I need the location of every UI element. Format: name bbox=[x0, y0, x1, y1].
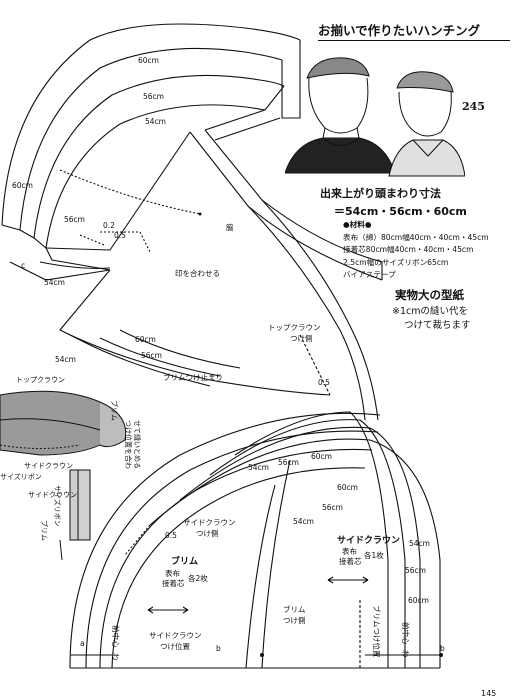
illus-side-crown: サイドクラウン bbox=[24, 462, 73, 470]
materials-line: 2.5cm幅のサイズリボン65cm bbox=[343, 257, 449, 267]
label-brim-fabric: 表布 bbox=[165, 568, 180, 578]
label-0-5c: 0.5 bbox=[165, 531, 177, 540]
side-crown-60-arc bbox=[179, 426, 421, 668]
label-front-center-left-wa: わ bbox=[111, 653, 120, 661]
label-54cm-right: 54cm bbox=[409, 539, 430, 548]
pattern-note-line1: ※1cmの縫い代を bbox=[392, 306, 468, 317]
materials-list: ●材料● 表布（綿）80cm幅40cm・40cm・45cm 接着芯80cm幅40… bbox=[343, 219, 503, 282]
top-crown-outer-curve bbox=[1, 23, 301, 226]
illus-note1: つけ位置を合わ bbox=[124, 420, 133, 469]
top-crown-right-arc bbox=[247, 205, 366, 421]
folio-number: 145 bbox=[481, 689, 497, 698]
brim-60-arc bbox=[85, 430, 379, 669]
brim-outer-arc bbox=[69, 412, 381, 669]
label-brim-attach2: つけ側 bbox=[283, 615, 306, 625]
illus-brim: ブリム bbox=[110, 400, 119, 421]
label-56cm-side: 56cm bbox=[322, 503, 343, 512]
illus-brim2: ブリム bbox=[40, 520, 49, 541]
label-side-interfacing: 接着芯 bbox=[339, 556, 362, 566]
label-0-2: 0.2 bbox=[103, 221, 115, 230]
label-front-center-right-wa: わ bbox=[401, 650, 410, 658]
label-side-count: 各1枚 bbox=[364, 550, 384, 560]
label-54cm-side: 54cm bbox=[293, 517, 314, 526]
label-0-5: 0.5 bbox=[114, 231, 126, 240]
label-60cm-mid: 60cm bbox=[135, 335, 156, 344]
label-54cm-left: 54cm bbox=[44, 278, 65, 287]
brim-54-arc bbox=[111, 467, 366, 669]
label-brim-count: 各2枚 bbox=[188, 573, 208, 583]
materials-line: 接着芯80cm幅40cm・40cm・45cm bbox=[343, 245, 474, 254]
top-crown-56-curve bbox=[33, 74, 285, 239]
top-crown-middle-piece bbox=[189, 129, 263, 207]
top-crown-54-curve bbox=[45, 104, 266, 249]
label-b2: b bbox=[440, 644, 445, 653]
brim-56-arc bbox=[99, 448, 373, 669]
label-side-crown-attach2: つけ側 bbox=[196, 528, 219, 538]
finished-size-title: 出来上がり頭まわり寸法 bbox=[320, 187, 441, 200]
materials-line: 表布（綿）80cm幅40cm・40cm・45cm bbox=[343, 232, 489, 242]
label-match-mark: 印を合わせる bbox=[175, 268, 220, 278]
label-front-center-left: 前中心 bbox=[111, 625, 121, 648]
label-front-center-right: 前中心 bbox=[401, 622, 411, 645]
label-56cm-top: 56cm bbox=[143, 92, 164, 101]
page-title: お揃いで作りたいハンチング bbox=[318, 23, 481, 38]
label-60cm-right: 60cm bbox=[408, 596, 429, 605]
label-54cm-mid: 54cm bbox=[55, 355, 76, 364]
label-side-crown-pos2: つけ位置 bbox=[160, 641, 190, 651]
illus-note2: せて縫いとめる bbox=[133, 420, 142, 469]
label-54cm-top: 54cm bbox=[145, 117, 166, 126]
pattern-note: ※1cmの縫い代を つけて裁ちます bbox=[392, 305, 471, 333]
materials-line: バイアステープ bbox=[343, 270, 396, 279]
illus-size-ribbon: サイズリボン bbox=[0, 472, 42, 481]
label-60cm-side: 60cm bbox=[337, 483, 358, 492]
finished-size-values: ＝54cm・56cm・60cm bbox=[334, 205, 467, 218]
label-brim-stop: ブリムつけ止まり bbox=[163, 372, 223, 382]
label-side-crown-piece: サイドクラウン bbox=[337, 535, 400, 546]
label-brim-piece: ブリム bbox=[171, 555, 198, 567]
illus-side-crown2: サイドクラウン bbox=[28, 491, 77, 499]
side-crown-56-arc bbox=[209, 419, 406, 668]
label-side-crown-attach: サイドクラウン bbox=[183, 518, 236, 527]
illus-top-crown: トップクラウン bbox=[16, 376, 65, 384]
label-side-mark: 脇 bbox=[226, 223, 234, 232]
cap-illustration bbox=[0, 390, 127, 561]
title-underline bbox=[318, 40, 510, 41]
label-a: a bbox=[80, 639, 85, 648]
pattern-title: 実物大の型紙 bbox=[395, 288, 464, 302]
label-56cm-brim: 56cm bbox=[278, 458, 299, 467]
label-side-crown-pos: サイドクラウン bbox=[149, 631, 202, 640]
label-side-fabric: 表布 bbox=[342, 546, 357, 556]
side-crown-54-arc bbox=[234, 411, 389, 668]
pattern-note-line2: つけて裁ちます bbox=[404, 320, 471, 331]
portrait-illustration bbox=[285, 57, 465, 177]
label-top-crown-side2: つけ側 bbox=[290, 333, 313, 343]
label-brim-attach: ブリム bbox=[283, 604, 306, 614]
label-brim-interfacing: 接着芯 bbox=[162, 578, 185, 588]
label-top-crown-side: トップクラウン bbox=[268, 323, 321, 332]
label-60cm-brim: 60cm bbox=[311, 452, 332, 461]
materials-heading: ●材料● bbox=[343, 220, 372, 229]
top-crown-60-curve bbox=[19, 47, 283, 231]
label-54cm-brim: 54cm bbox=[248, 463, 269, 472]
label-brim-pos: ブリムつけ位置 bbox=[372, 605, 382, 658]
label-c: c bbox=[21, 261, 25, 270]
label-56cm-mid: 56cm bbox=[141, 351, 162, 360]
illus-size-ribbon2: サイズリボン bbox=[53, 485, 62, 527]
label-0-5b: 0.5 bbox=[318, 378, 330, 387]
project-number: 245 bbox=[462, 100, 485, 113]
label-60cm-left: 60cm bbox=[12, 181, 33, 190]
label-56cm-left: 56cm bbox=[64, 215, 85, 224]
label-b: b bbox=[216, 644, 221, 653]
side-crown-outer-arc bbox=[149, 438, 441, 668]
label-56cm-right: 56cm bbox=[405, 566, 426, 575]
top-crown-diagonal bbox=[247, 199, 383, 281]
label-60cm-top: 60cm bbox=[138, 56, 159, 65]
top-crown-band-right bbox=[264, 40, 301, 119]
